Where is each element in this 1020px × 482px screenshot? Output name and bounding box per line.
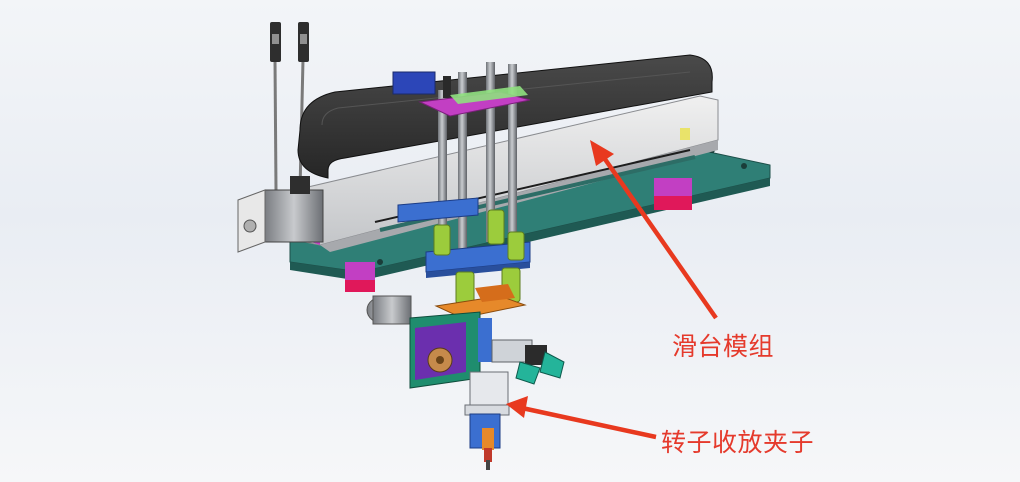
base-feet: [345, 178, 692, 292]
rotor-gripper-label: 转子收放夹子: [661, 428, 815, 457]
servo-motor: [237, 176, 324, 253]
side-gripper: [491, 339, 565, 385]
servo-cables: [270, 22, 309, 191]
guide-shafts: [438, 62, 517, 262]
rotor-gripper-assembly: [464, 371, 510, 470]
z-axis-carriage: [397, 197, 531, 278]
rotor-gripper-arrow: [506, 396, 657, 440]
rotary-head: [366, 295, 492, 389]
linear-bushings: [433, 209, 525, 305]
drag-chain-bracket: [392, 71, 436, 95]
slide-module-arrow: [590, 140, 718, 320]
slide-module-label: 滑台模组: [672, 332, 775, 361]
